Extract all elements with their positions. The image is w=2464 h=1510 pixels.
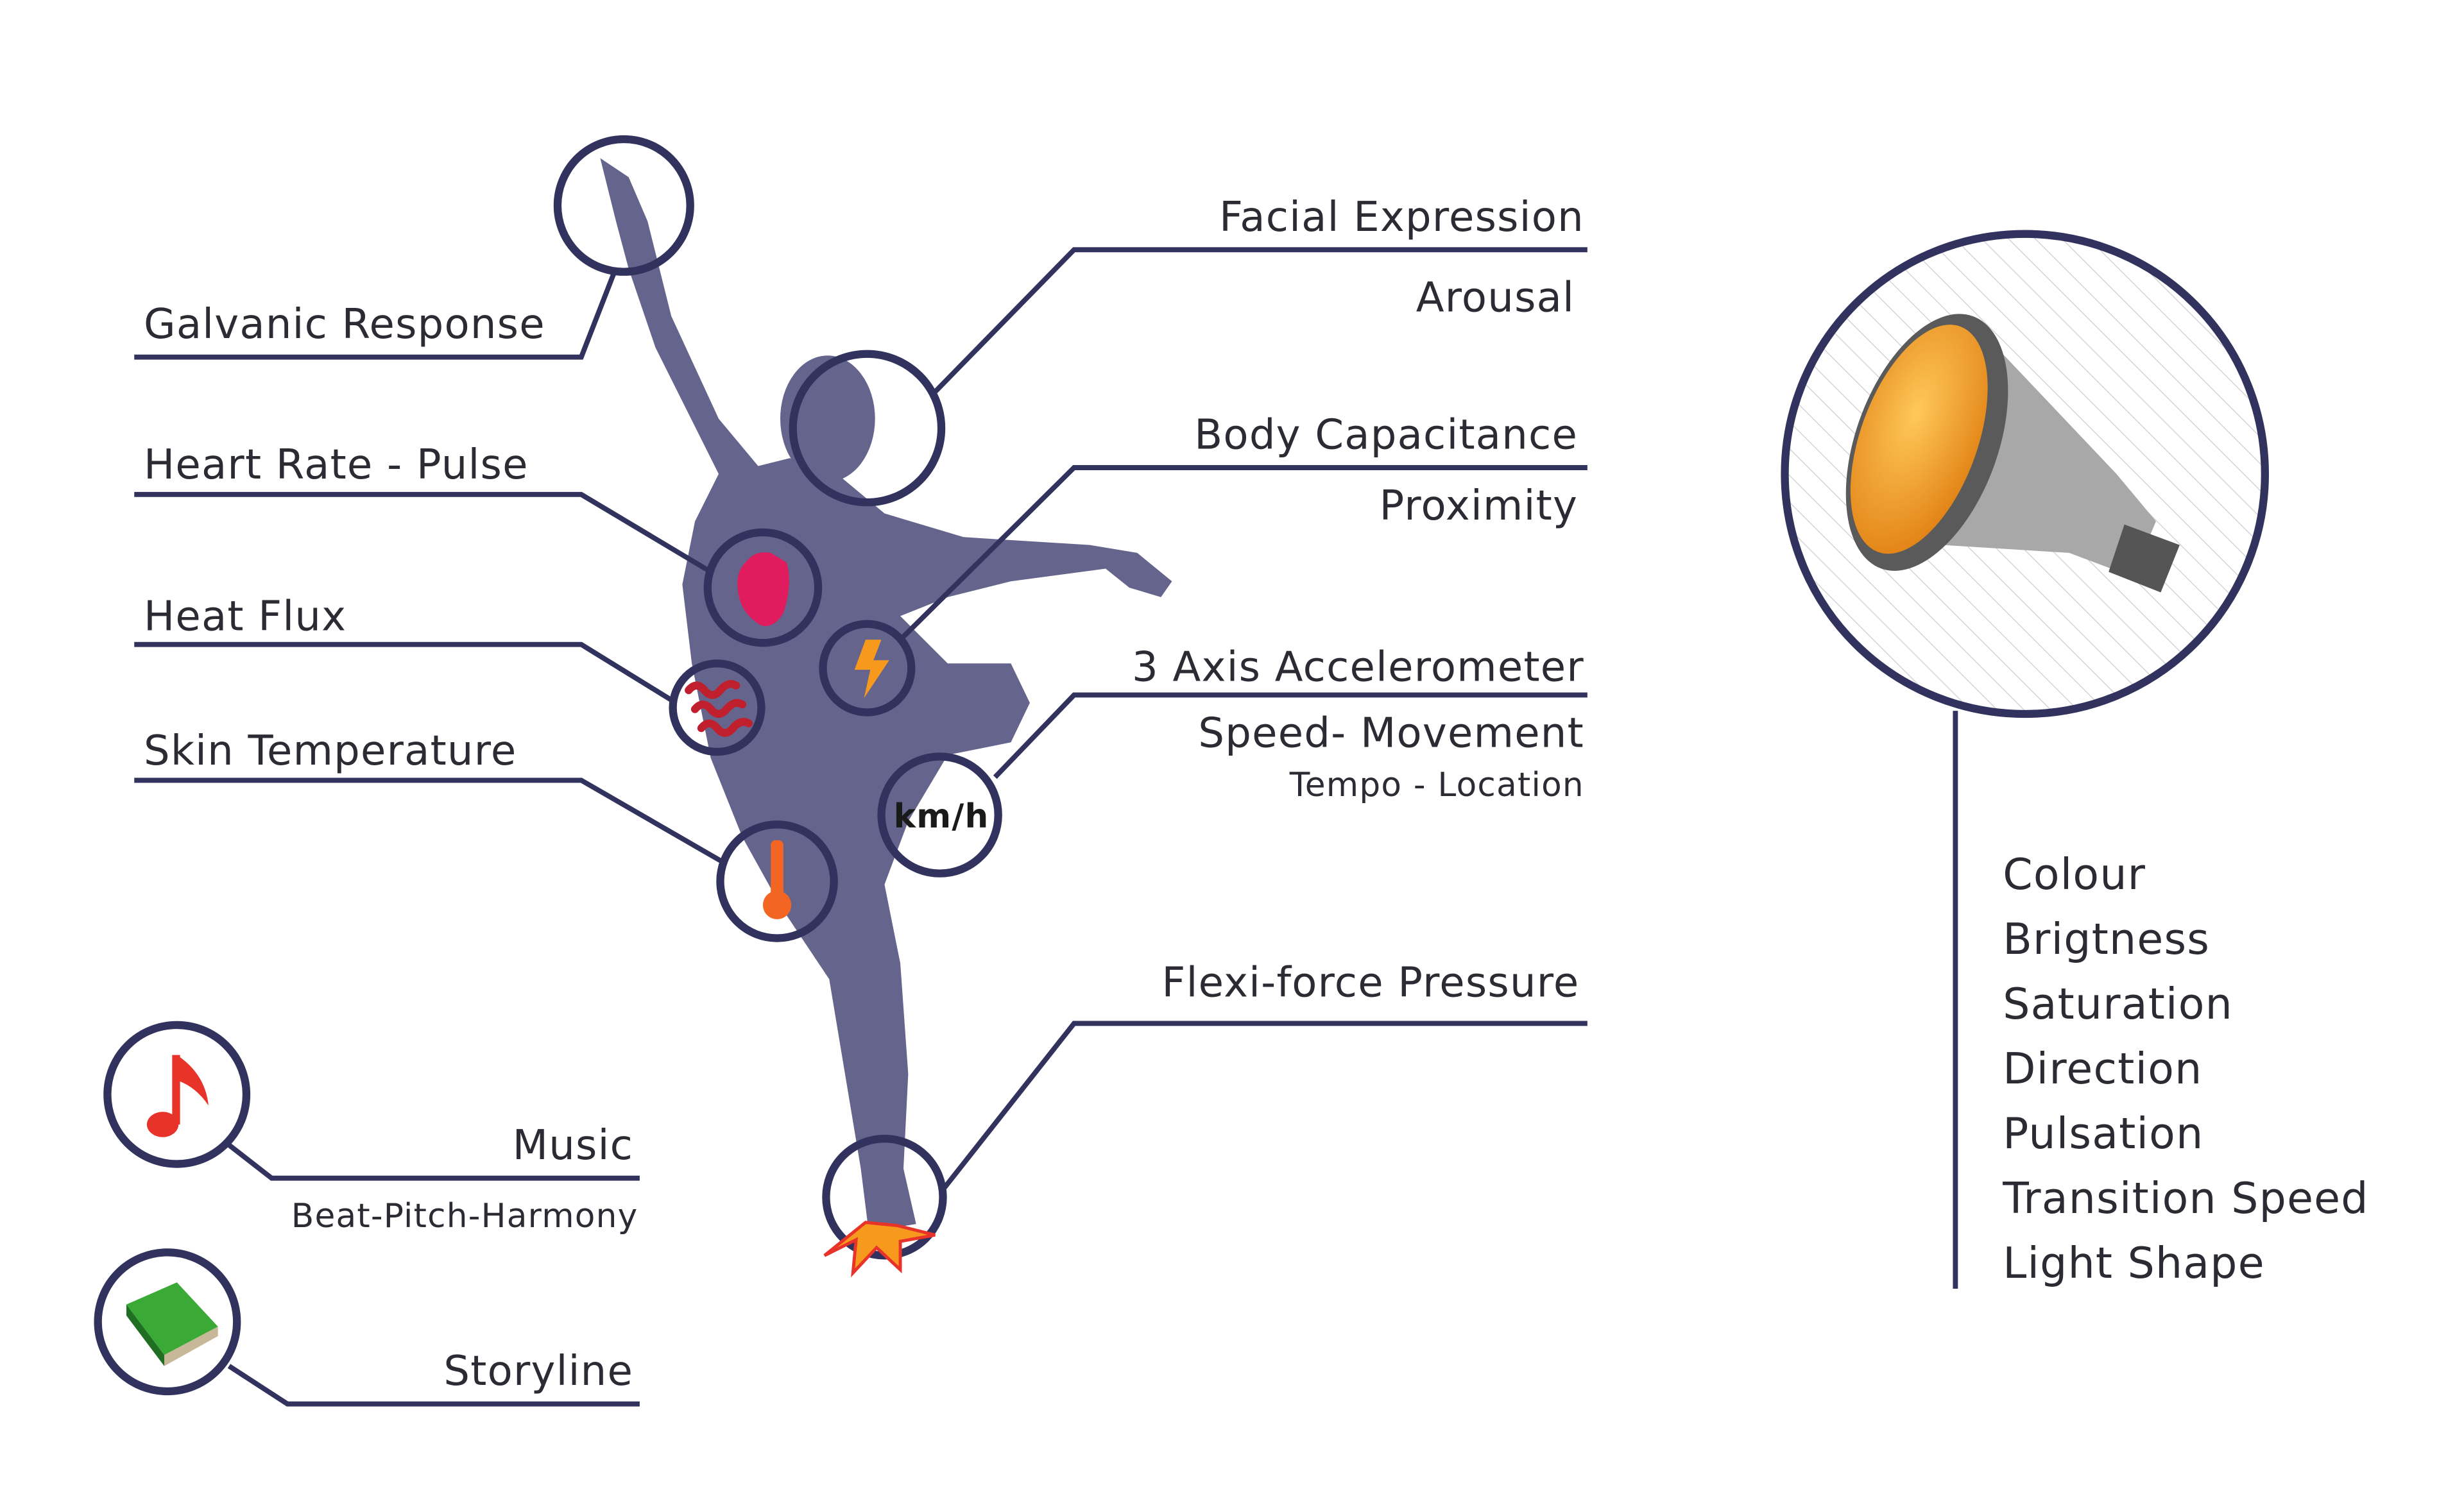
- output-item: Transition Speed: [2002, 1173, 2369, 1223]
- sensor-galvanic: Galvanic Response: [134, 135, 694, 360]
- label-speed: Speed- Movement: [1198, 710, 1584, 758]
- heat-waves-icon: [685, 680, 753, 737]
- lamp-icon: [1845, 314, 2180, 593]
- heart-icon: [737, 552, 789, 626]
- speed-icon: km/h: [894, 797, 989, 836]
- output-item: Direction: [2003, 1044, 2202, 1094]
- light-output: Colour Brigtness Saturation Direction Pu…: [1781, 230, 2369, 1289]
- input-storyline: Storyline: [94, 1248, 640, 1407]
- lightning-icon: [854, 640, 889, 699]
- label-heart: Heart Rate - Pulse: [144, 441, 529, 489]
- light-output-list: Colour Brigtness Saturation Direction Pu…: [2002, 849, 2369, 1288]
- label-capacitance: Body Capacitance: [1194, 411, 1578, 459]
- sensor-skin-temp: Skin Temperature: [134, 727, 838, 942]
- sensor-heart: Heart Rate - Pulse: [134, 441, 823, 647]
- sensor-capacitance: Body Capacitance Proximity: [819, 411, 1587, 717]
- music-note-icon: [146, 1055, 209, 1137]
- label-accel: 3 Axis Accelerometer: [1132, 643, 1584, 691]
- label-facial: Facial Expression: [1219, 194, 1584, 241]
- output-item: Light Shape: [2003, 1238, 2265, 1288]
- output-item: Saturation: [2003, 979, 2233, 1029]
- thermometer-icon: [762, 840, 792, 919]
- label-storyline: Storyline: [443, 1348, 633, 1395]
- pressure-burst-icon: [823, 1221, 936, 1278]
- label-music-sub: Beat-Pitch-Harmony: [291, 1197, 638, 1235]
- sensor-accelerometer: 3 Axis Accelerometer Speed- Movement Tem…: [877, 643, 1587, 878]
- output-item: Pulsation: [2003, 1108, 2203, 1158]
- sensor-facial: Facial Expression Arousal: [789, 194, 1587, 507]
- input-music: Music Beat-Pitch-Harmony: [103, 1021, 640, 1235]
- label-galvanic: Galvanic Response: [144, 301, 545, 348]
- output-item: Colour: [2003, 849, 2146, 899]
- label-arousal: Arousal: [1416, 274, 1575, 321]
- label-tempo: Tempo - Location: [1289, 766, 1584, 804]
- book-icon: [126, 1282, 218, 1366]
- output-item: Brigtness: [2003, 914, 2210, 964]
- label-flexi: Flexi-force Pressure: [1162, 960, 1580, 1007]
- hand-sensor-ring: [553, 135, 694, 276]
- label-heat: Heat Flux: [144, 593, 346, 641]
- label-proximity: Proximity: [1380, 482, 1578, 530]
- label-music: Music: [513, 1122, 633, 1169]
- label-skin: Skin Temperature: [144, 727, 517, 775]
- sensor-heat-flux: Heat Flux: [134, 593, 766, 756]
- sensor-flexiforce: Flexi-force Pressure: [822, 960, 1587, 1278]
